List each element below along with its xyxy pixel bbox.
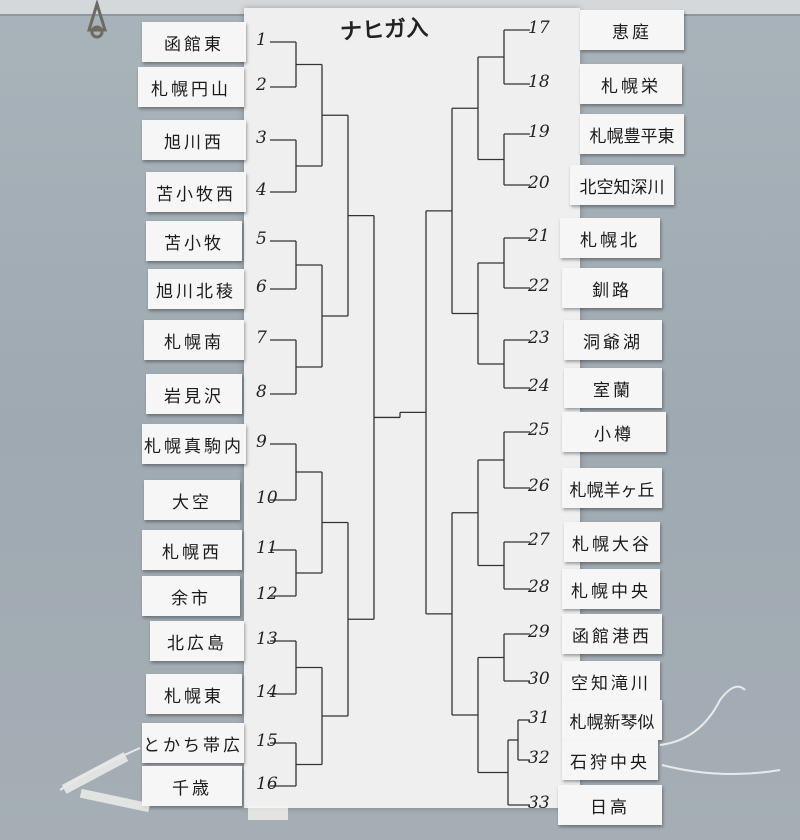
seed-number: 28 (528, 577, 550, 597)
seed-number: 18 (528, 72, 550, 92)
tape-strip (248, 806, 288, 820)
team-card: 北空知深川 (570, 165, 674, 205)
seed-number: 20 (528, 173, 550, 193)
team-card: 札幌北 (560, 218, 660, 258)
team-card: 札幌新琴似 (562, 700, 662, 740)
seed-number: 4 (256, 180, 267, 200)
bracket-sheet (244, 8, 580, 808)
seed-number: 27 (528, 530, 550, 550)
team-card: 室蘭 (564, 368, 662, 408)
seed-number: 19 (528, 122, 550, 142)
team-card: 函館東 (142, 22, 246, 62)
seed-number: 13 (256, 629, 278, 649)
seed-number: 14 (256, 682, 278, 702)
team-card: 旭川北稜 (148, 269, 244, 309)
team-card: 余市 (142, 576, 240, 616)
team-card: 札幌大谷 (564, 522, 660, 562)
seed-number: 8 (256, 382, 267, 402)
seed-number: 33 (528, 793, 550, 813)
team-card: 札幌東 (146, 674, 242, 714)
team-card: 石狩中央 (562, 740, 658, 780)
seed-number: 17 (528, 18, 550, 38)
team-card: 札幌真駒内 (142, 424, 246, 464)
seed-number: 31 (528, 708, 550, 728)
seed-number: 5 (256, 229, 267, 249)
seed-number: 7 (256, 328, 267, 348)
seed-number: 2 (256, 75, 267, 95)
hanging-hook (86, 0, 108, 39)
seed-number: 16 (256, 774, 278, 794)
team-card: 苫小牧西 (146, 172, 246, 212)
seed-number: 6 (256, 277, 267, 297)
team-card: 札幌中央 (562, 569, 660, 609)
team-card: 札幌栄 (580, 64, 682, 104)
team-card: 札幌西 (142, 530, 242, 570)
seed-number: 10 (256, 488, 278, 508)
team-card: 日高 (558, 785, 662, 825)
team-card: 札幌羊ヶ丘 (562, 468, 662, 508)
team-card: 釧路 (562, 268, 662, 308)
seed-number: 15 (256, 731, 278, 751)
seed-number: 22 (528, 276, 550, 296)
team-card: 札幌円山 (138, 67, 244, 107)
team-card: 札幌豊平東 (580, 114, 684, 154)
seed-number: 32 (528, 748, 550, 768)
team-card: 北広島 (150, 621, 244, 661)
team-card: 岩見沢 (146, 374, 242, 414)
seed-number: 24 (528, 376, 550, 396)
team-card: 千歳 (142, 766, 242, 806)
seed-number: 26 (528, 476, 550, 496)
seed-number: 29 (528, 622, 550, 642)
seed-number: 3 (256, 128, 267, 148)
team-card: 空知滝川 (562, 661, 660, 701)
seed-number: 11 (256, 538, 278, 558)
team-card: 函館港西 (562, 614, 662, 654)
seed-number: 23 (528, 328, 550, 348)
seed-number: 21 (528, 226, 550, 246)
seed-number: 12 (256, 584, 278, 604)
team-card: 恵庭 (580, 10, 684, 50)
team-card: 大空 (144, 480, 240, 520)
seed-number: 9 (256, 432, 267, 452)
seed-number: 30 (528, 669, 550, 689)
seed-number: 1 (256, 30, 267, 50)
team-card: 洞爺湖 (564, 320, 662, 360)
team-card: 苫小牧 (146, 221, 242, 261)
seed-number: 25 (528, 420, 550, 440)
team-card: 小樽 (562, 412, 666, 452)
team-card: 旭川西 (142, 120, 246, 160)
team-card: とかち帯広 (142, 723, 244, 763)
team-card: 札幌南 (144, 320, 244, 360)
